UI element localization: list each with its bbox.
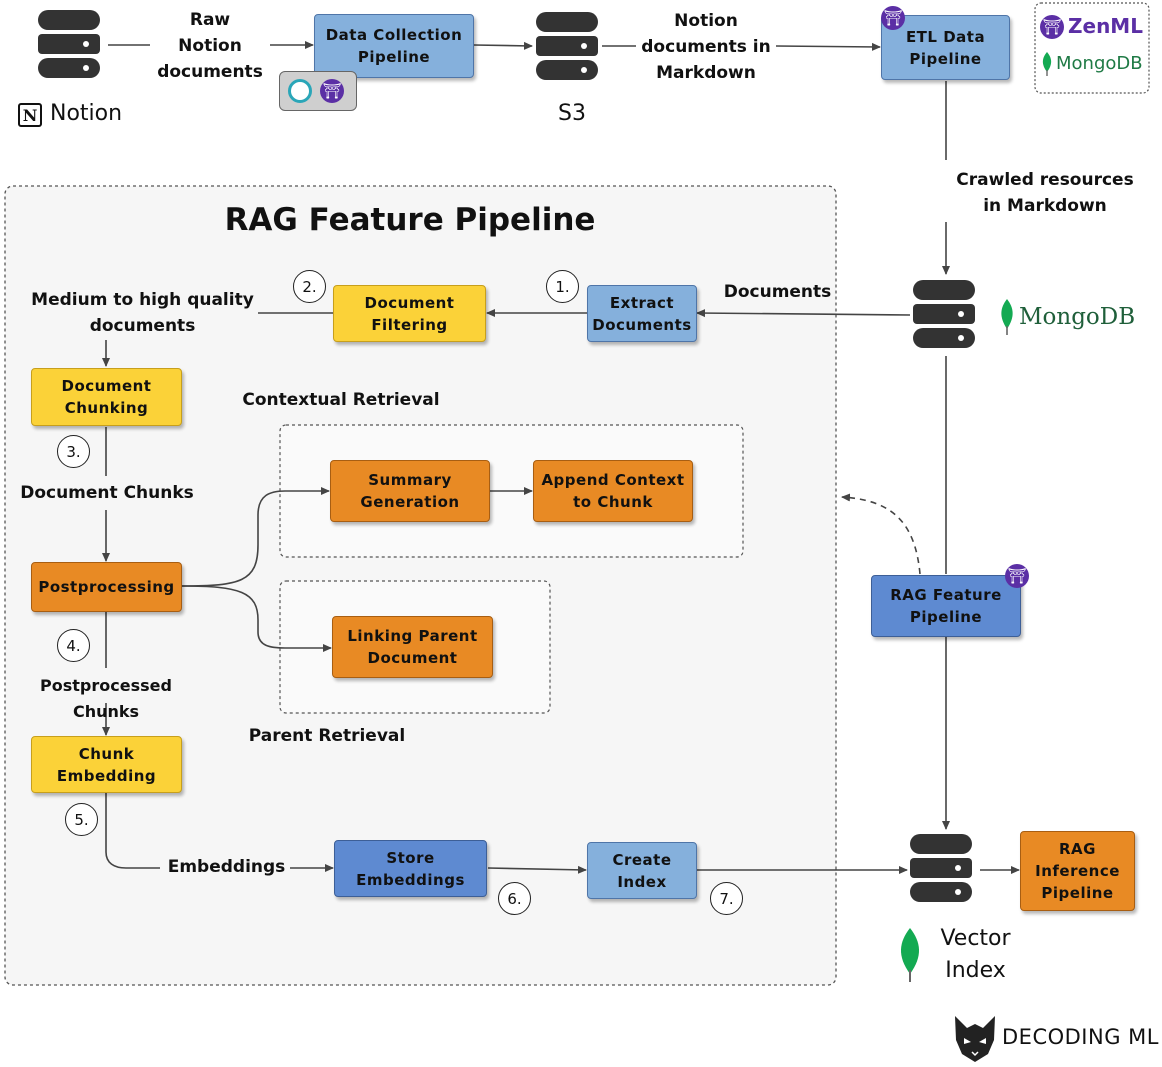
- stopwatch-icon: [288, 79, 312, 103]
- zenml-logo-icon: ⛩: [1040, 15, 1064, 39]
- crawled-resources-label: Crawled resources in Markdown: [956, 170, 1134, 216]
- document-filtering-box[interactable]: Document Filtering: [333, 285, 486, 342]
- data-collection-pipeline-box[interactable]: Data Collection Pipeline: [314, 14, 474, 78]
- chunk-embedding-box[interactable]: Chunk Embedding: [31, 736, 182, 793]
- rag-feature-pipeline-box[interactable]: RAG Feature Pipeline: [871, 575, 1021, 637]
- extract-documents-box[interactable]: Extract Documents: [587, 285, 697, 342]
- decoding-ml-logo-icon: [955, 1016, 995, 1062]
- zenml-torii-icon: ⛩: [881, 6, 905, 30]
- vector-database-icon: [910, 834, 972, 902]
- append-context-box[interactable]: Append Context to Chunk: [533, 460, 693, 522]
- mongodb-leaf-icon: [1042, 52, 1052, 76]
- summary-generation-box[interactable]: Summary Generation: [330, 460, 490, 522]
- vector-index-leaf-icon: [900, 928, 920, 982]
- embeddings-label: Embeddings: [167, 857, 286, 877]
- step-6: 6.: [498, 882, 531, 915]
- zenml-torii-icon: ⛩: [1005, 564, 1029, 588]
- notion-label: Notion: [50, 101, 123, 126]
- rag-inference-pipeline-box[interactable]: RAG Inference Pipeline: [1020, 831, 1135, 911]
- rag-pipeline-title: RAG Feature Pipeline: [224, 202, 596, 238]
- create-index-box[interactable]: Create Index: [587, 842, 697, 899]
- document-chunking-box[interactable]: Document Chunking: [31, 368, 182, 426]
- s3-label: S3: [558, 101, 586, 126]
- notion-logo-icon: N: [18, 103, 42, 127]
- linking-parent-document-box[interactable]: Linking Parent Document: [332, 616, 493, 678]
- notion-database-icon: [38, 10, 100, 78]
- contextual-retrieval-label: Contextual Retrieval: [242, 390, 440, 410]
- vector-index-label: Vector Index: [940, 926, 1011, 983]
- postprocessed-chunks-label: Postprocessed Chunks: [40, 676, 172, 721]
- etl-data-pipeline-box[interactable]: ETL Data Pipeline: [881, 15, 1010, 80]
- s3-database-icon: [536, 12, 598, 80]
- step-3: 3.: [57, 435, 90, 468]
- mongodb-legend-label: MongoDB: [1056, 53, 1143, 74]
- mongodb-label: MongoDB: [1019, 304, 1136, 330]
- quality-documents-label: Medium to high quality documents: [31, 290, 254, 336]
- documents-label: Documents: [723, 282, 832, 302]
- raw-notion-label: Raw Notion documents: [157, 10, 263, 82]
- step-2: 2.: [293, 270, 326, 303]
- brand-label: DECODING ML: [1002, 1025, 1159, 1049]
- mongodb-leaf-icon: [1001, 299, 1013, 335]
- zenml-torii-icon: ⛩: [320, 79, 344, 103]
- notion-markdown-label: Notion documents in Markdown: [641, 11, 771, 83]
- step-4: 4.: [57, 629, 90, 662]
- zenml-legend-label: ZenML: [1068, 14, 1143, 38]
- mongodb-database-icon: [913, 280, 975, 348]
- step-5: 5.: [65, 803, 98, 836]
- step-1: 1.: [546, 270, 579, 303]
- parent-retrieval-label: Parent Retrieval: [248, 726, 406, 746]
- document-chunks-label: Document Chunks: [20, 483, 194, 503]
- step-7: 7.: [710, 882, 743, 915]
- postprocessing-box[interactable]: Postprocessing: [31, 562, 182, 612]
- store-embeddings-box[interactable]: Store Embeddings: [334, 840, 487, 897]
